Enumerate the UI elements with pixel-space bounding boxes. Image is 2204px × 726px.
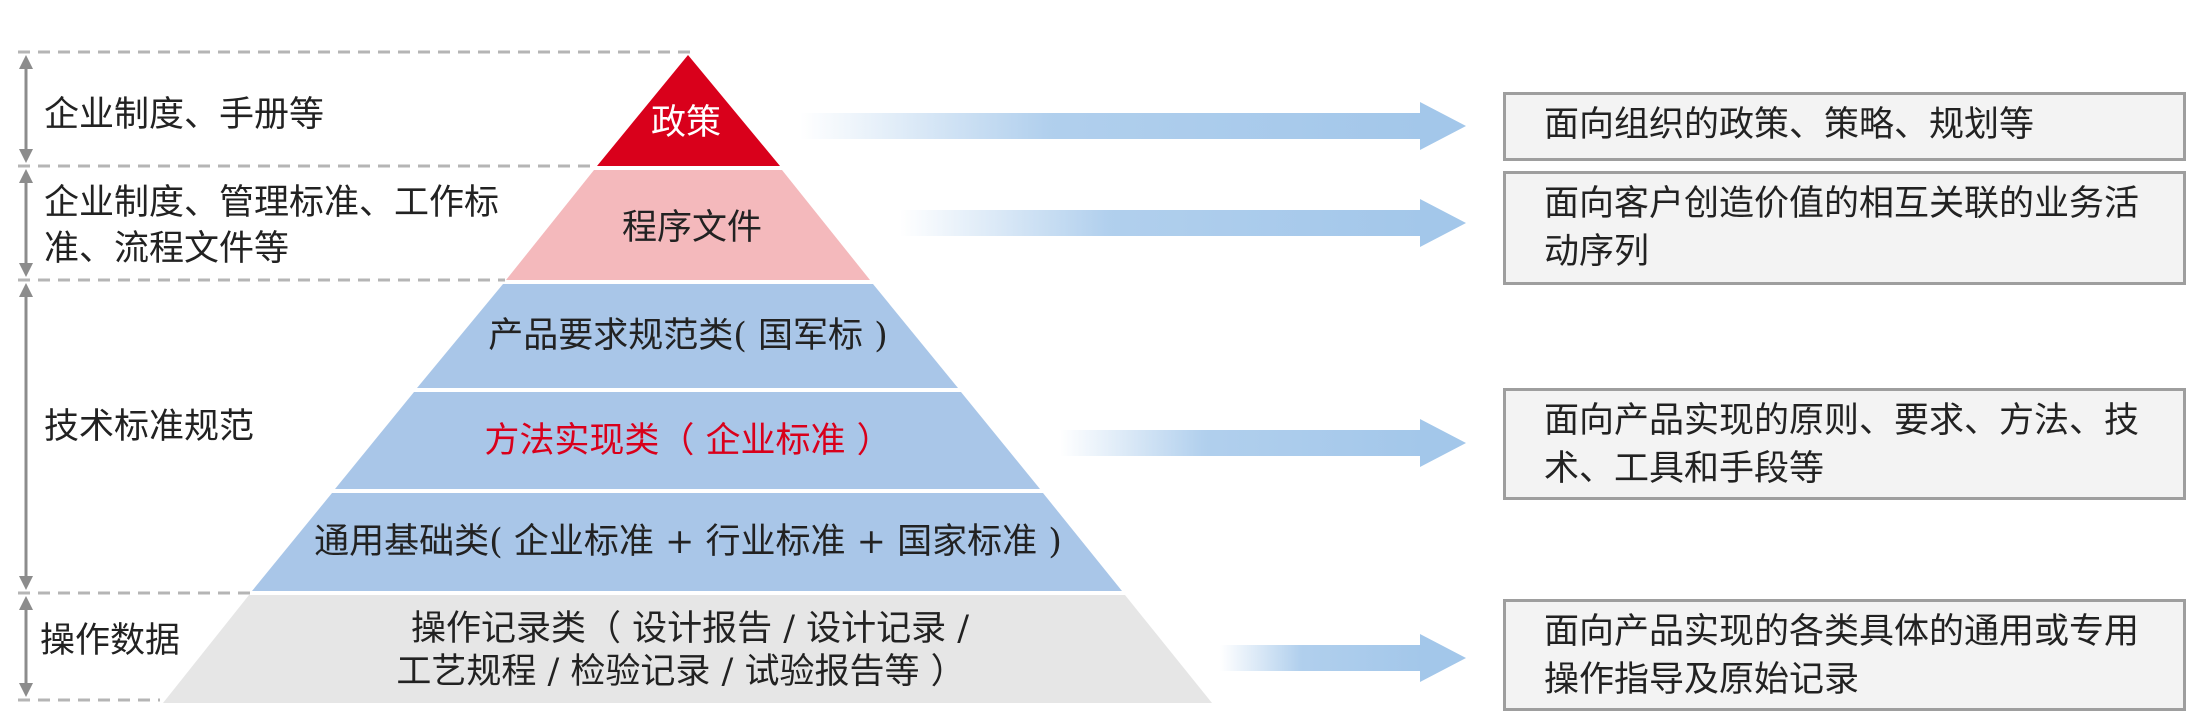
pyramid-text-method: 方法实现类（ 企业标准 ） <box>484 421 891 461</box>
pyramid-text-operation-records-line2: 工艺规程 / 检验记录 / 试验报告等 ） <box>396 652 965 692</box>
pyramid-level-operation-records <box>163 595 1212 703</box>
pyramid-text-product-requirements: 产品要求规范类( 国军标 ) <box>488 316 888 356</box>
pyramid-level-method <box>335 392 1040 489</box>
left-label-2: 企业制度、管理标准、工作标准、流程文件等 <box>44 183 500 269</box>
left-label-4: 操作数据 <box>40 621 181 661</box>
pyramid-text-procedure: 程序文件 <box>622 208 762 248</box>
pyramid-text-general-basis: 通用基础类( 企业标准 + 行业标准 + 国家标准 ) <box>314 522 1062 562</box>
bracket-arrow-1 <box>19 55 33 163</box>
bracket-arrow-4 <box>19 596 33 697</box>
dashed-separators <box>18 50 690 702</box>
arrow-procedure <box>900 199 1466 247</box>
pyramid-text-policy: 政策 <box>651 103 721 143</box>
right-box-2: 面向客户创造价值的相互关联的业务活动序列 <box>1503 171 2186 285</box>
left-label-3: 技术标准规范 <box>44 407 255 447</box>
arrow-technical <box>1060 419 1466 467</box>
bracket-arrow-2 <box>19 169 33 277</box>
pyramid <box>163 55 1212 703</box>
pyramid-level-product-requirements <box>417 284 958 388</box>
right-box-4: 面向产品实现的各类具体的通用或专用操作指导及原始记录 <box>1503 599 2186 711</box>
left-brackets <box>19 55 33 697</box>
pyramid-level-policy <box>597 55 780 166</box>
arrow-policy <box>800 102 1466 150</box>
pyramid-text-operation-records-line1: 操作记录类（ 设计报告 / 设计记录 / <box>411 609 969 649</box>
arrows <box>800 102 1466 682</box>
right-box-3: 面向产品实现的原则、要求、方法、技术、工具和手段等 <box>1503 388 2186 500</box>
bracket-arrow-3 <box>19 283 33 590</box>
pyramid-level-procedure <box>506 170 870 280</box>
pyramid-level-general-basis <box>252 493 1122 591</box>
left-label-1: 企业制度、手册等 <box>44 95 325 135</box>
right-box-1: 面向组织的政策、策略、规划等 <box>1503 92 2186 161</box>
pyramid-texts: 政策 程序文件 产品要求规范类( 国军标 ) 方法实现类（ 企业标准 ） 通用基… <box>314 103 1062 692</box>
arrow-operation <box>1220 634 1466 682</box>
